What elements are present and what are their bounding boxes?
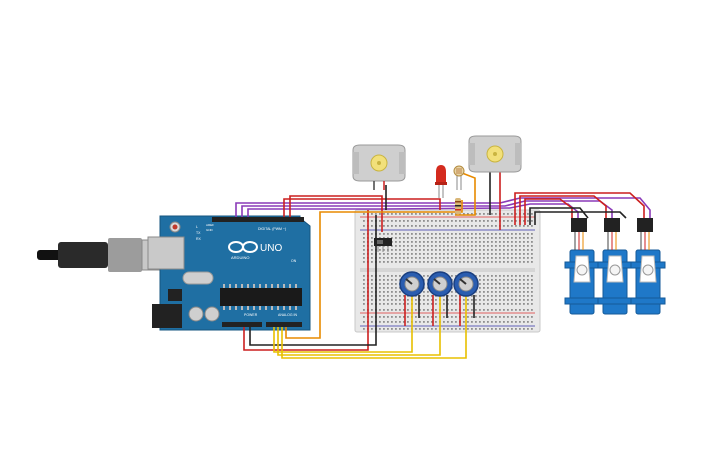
digital-header-label: DIGITAL (PWM ~) (258, 227, 286, 231)
power-header-label: POWER (244, 313, 258, 317)
potentiometer-1 (399, 271, 425, 297)
aref-label: AREF (206, 223, 214, 227)
arduino-logo-icon (228, 241, 258, 253)
photoresistor (453, 165, 465, 190)
potentiometer-3 (453, 271, 479, 297)
slide-switch (374, 238, 392, 252)
gnd-label: GND (206, 228, 214, 232)
resistor (455, 198, 461, 214)
digital-header (212, 217, 304, 222)
breadboard (354, 209, 541, 333)
analog-header (266, 322, 302, 327)
power-header (222, 322, 262, 327)
servo-horn-icon (642, 264, 654, 276)
red-led (435, 165, 447, 198)
servo-3 (630, 218, 666, 315)
tx-label: TX (196, 231, 201, 235)
servo-2 (597, 218, 633, 315)
rx-label: RX (196, 237, 202, 241)
potentiometer-2 (427, 271, 453, 297)
board-model-label: UNO (260, 243, 282, 254)
servo-1 (564, 218, 600, 315)
board-brand-label: ARDUINO (231, 255, 249, 260)
servo-horn-icon (576, 264, 588, 276)
arduino-uno-board: UNO ARDUINO DIGITAL (PWM ~) ANALOG IN PO… (147, 215, 311, 331)
wires (235, 170, 651, 359)
l-label: L (196, 225, 198, 229)
analog-header-label: ANALOG IN (278, 313, 298, 317)
dc-motor-right (468, 135, 522, 173)
dc-motor-left (352, 144, 406, 190)
servo-horn-icon (609, 264, 621, 276)
on-label: ON (291, 259, 297, 263)
